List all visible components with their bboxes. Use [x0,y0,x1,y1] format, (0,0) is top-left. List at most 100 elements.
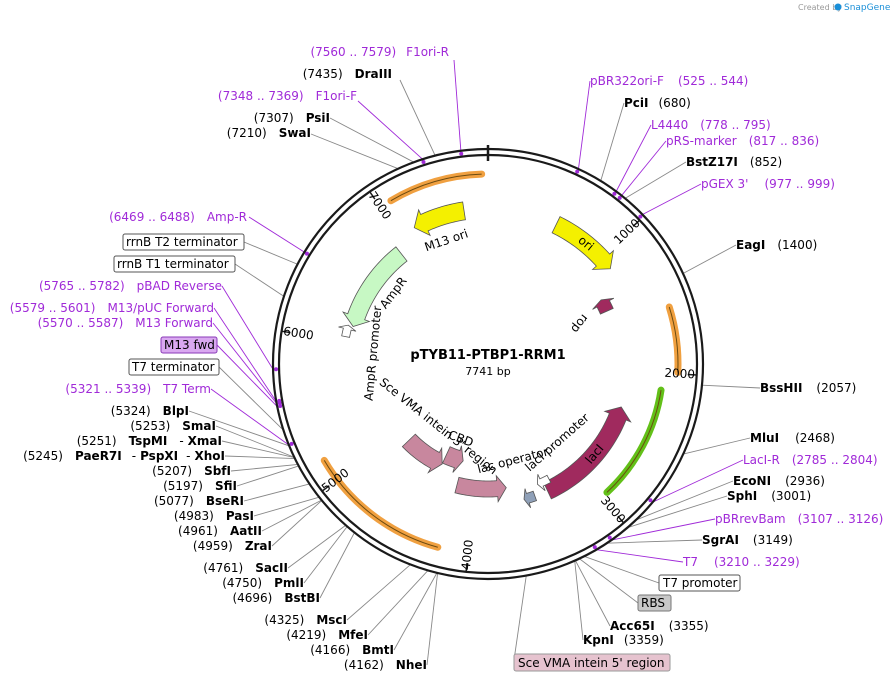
sce-vma-intein-3-feature [401,433,443,474]
primer-label-laci-r[interactable]: LacI-R(2785 .. 2804) [743,453,878,467]
primer-site-mark [617,195,622,200]
primer-label-pgex-3[interactable]: pGEX 3'(977 .. 999) [701,177,835,191]
feature-arc-core [606,390,662,493]
site-label-kpni[interactable]: KpnI(3359) [583,633,664,647]
leader-line [578,80,591,170]
leader-line [224,455,295,459]
leader-line [253,496,320,517]
site-label-draiii[interactable]: (7435)DraIII [303,67,392,81]
ampr-promoter-feature [338,324,357,338]
site-label-sbfi[interactable]: (5207)SbfI [152,464,231,478]
primer-label-pbrrevbam[interactable]: pBRrevBam(3107 .. 3126) [715,512,883,526]
m13-fwd-box[interactable] [160,336,218,354]
primer-label-m13-puc-forward[interactable]: (5579 .. 5601)M13/pUC Forward [10,301,214,315]
leader-line [701,384,761,389]
primer-label-m13-forward[interactable]: (5570 .. 5587)M13 Forward [38,316,213,330]
rop-feature [592,297,615,315]
feature-arcs [320,170,682,551]
plasmid-backbone [271,147,705,581]
bp-tick-label: 7000 [365,189,394,222]
site-label-sphi[interactable]: SphI(3001) [727,489,811,503]
primer-site-mark [575,169,580,174]
ori-feature [551,216,614,270]
rbs-label: RBS [641,596,665,610]
cbd-feature [442,445,464,473]
rrnb-t1-terminator-box[interactable] [113,255,236,273]
primer-label-prs-marker[interactable]: pRS-marker(817 .. 836) [666,134,819,148]
site-label-psii[interactable]: (7307)PsiI [254,111,330,125]
site-label-eagi[interactable]: EagI(1400) [736,238,817,252]
plasmid-length: 7741 bp [465,365,510,378]
primer-site-mark [459,151,464,156]
primer-label-f1ori-f[interactable]: (7348 .. 7369)F1ori-F [218,89,357,103]
leader-line [221,285,274,370]
rbs-box[interactable] [637,594,672,612]
leader-line [596,549,684,563]
site-label-blpi[interactable]: (5324)BlpI [111,404,189,418]
leader-line [635,480,734,521]
leader-line [230,463,298,472]
site-label-bmti[interactable]: (4166)BmtI [310,643,394,657]
t7-promoter-box[interactable] [658,574,741,592]
site-label-econi[interactable]: EcoNI(2936) [733,474,825,488]
leader-line [621,140,667,196]
site-label-acc65i[interactable]: Acc65I(3355) [610,619,709,633]
site-label-bstz17i[interactable]: BstZ17I(852) [686,155,782,169]
rop-label: rop [568,312,591,336]
leader-line [600,102,625,182]
site-label-aatii[interactable]: (4961)AatII [178,524,262,538]
map-center: pTYB11-PTBP1-RRM1 7741 bp [410,348,565,378]
site-label-sacii[interactable]: (4761)SacII [203,561,288,575]
leader-line [215,425,295,458]
site-label-mlui[interactable]: MluI(2468) [750,431,835,445]
rrnb-t2-terminator-box[interactable] [122,233,245,251]
primer-label-t7[interactable]: T7(3210 .. 3229) [682,555,800,569]
site-label-bseri[interactable]: (5077)BseRI [154,494,244,508]
site-label-bsshii[interactable]: BssHII(2057) [760,381,856,395]
rrnb-t2-terminator-label: rrnB T2 terminator [126,235,238,249]
primer-label-t7-term[interactable]: (5321 .. 5339)T7 Term [65,382,211,396]
site-label-swai[interactable]: (7210)SwaI [227,126,311,140]
leader-line [357,100,423,160]
leader-line [303,526,348,584]
site-label-zrai[interactable]: (4959)ZraI [193,539,272,553]
site-label-msci[interactable]: (4325)MscI [264,613,347,627]
primer-label-l4440[interactable]: L4440(778 .. 795) [651,118,771,132]
primer-label-amp-r[interactable]: (6469 .. 6488)Amp-R [109,210,247,224]
site-label-smai[interactable]: (5253)SmaI [130,419,216,433]
bp-tick [617,515,625,524]
primer-label-pbad-reverse[interactable]: (5765 .. 5782)pBAD Reverse [39,279,222,293]
leader-line [627,495,728,529]
site-label-sfii[interactable]: (5197)SfiI [163,479,237,493]
primer-label-pbr322ori-f[interactable]: pBR322ori-F(525 .. 544) [590,74,748,88]
t7-terminator-label: T7 terminator [131,360,215,374]
leader-line [574,560,584,641]
primer-site-mark [421,160,426,165]
site-label-sgrai[interactable]: SgrAI(3149) [702,533,793,547]
site-label-tspmi-xmai[interactable]: (5251)TspMI-XmaI [77,434,222,448]
primer-site-mark [304,251,309,256]
leader-line [574,560,611,627]
site-label-pmli[interactable]: (4750)PmlI [222,576,304,590]
backbone-outer-circle [271,147,705,581]
site-label-pcii[interactable]: PciI(680) [624,96,691,110]
sce-vma-intein-5-box[interactable] [513,653,671,672]
t7-terminator-box[interactable] [128,358,220,376]
leader-line [624,161,687,199]
primer-label-f1ori-r[interactable]: (7560 .. 7579)F1ori-R [310,45,449,59]
bp-tick [321,485,330,492]
leader-line [310,133,399,170]
leader-line [367,570,429,636]
site-label-mfei[interactable]: (4219)MfeI [286,628,368,642]
site-label-paer7i-pspxi-xhoi[interactable]: (5245)PaeR7I-PspXI-XhoI [23,449,225,463]
site-label-nhei[interactable]: (4162)NheI [344,658,427,672]
bp-tick-label: 2000 [664,366,695,382]
site-label-bstbi[interactable]: (4696)BstBI [232,591,320,605]
primer-site-mark [607,535,612,540]
bp-tick [281,330,291,334]
leader-line [615,124,652,192]
primer-site-mark [289,441,294,446]
site-labels: pBR322ori-F(525 .. 544) PciI(680) L4440(… [10,45,884,672]
laci-feature [543,406,632,500]
site-label-pasi[interactable]: (4983)PasI [174,509,254,523]
